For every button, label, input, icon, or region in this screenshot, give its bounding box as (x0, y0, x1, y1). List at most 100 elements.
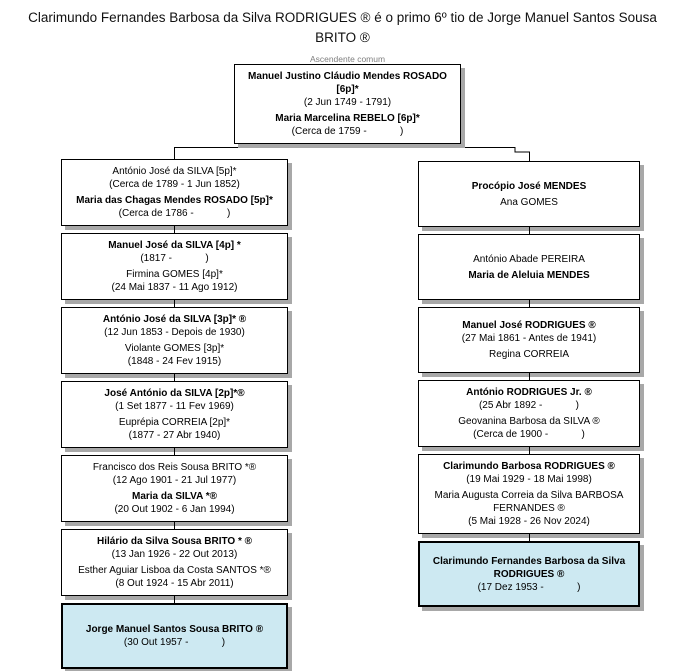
right-descent-column: Procópio José MENDES Ana GOMES António Aba… (418, 161, 640, 607)
connector-line (528, 373, 530, 380)
connector-line (528, 447, 530, 454)
person-dates: (24 Mai 1837 - 11 Ago 1912) (111, 282, 238, 293)
person-name: Manuel José da SILVA [4p] * (108, 240, 241, 251)
person-dates: (17 Dez 1953 - ) (477, 581, 581, 593)
person-name: Maria das Chagas Mendes ROSADO [5p]* (76, 195, 273, 206)
person-name: Clarimundo Barbosa RODRIGUES ® (443, 461, 615, 472)
person-entry: Euprépia CORREIA [2p]* (1877 - 27 Abr 194… (70, 416, 279, 442)
person-box[interactable]: Procópio José MENDES Ana GOMES (418, 161, 640, 227)
person-name: António RODRIGUES Jr. ® (466, 387, 592, 398)
person-entry: Regina CORREIA (427, 348, 631, 361)
person-name: António José da SILVA [3p]* ® (102, 314, 247, 325)
person-dates: (Cerca de 1759 - ) (291, 126, 404, 137)
person-entry: Maria das Chagas Mendes ROSADO [5p]* (Cer… (70, 194, 279, 220)
person-name: Maria da SILVA *® (132, 491, 217, 502)
person-dates: (25 Abr 1892 - ) (478, 400, 580, 411)
person-box[interactable]: Manuel José RODRIGUES ® (27 Mai 1861 - An… (418, 307, 640, 373)
person-entry: Jorge Manuel Santos Sousa BRITO ® (30 Out… (71, 623, 278, 649)
person-name: Hilário da Silva Sousa BRITO * ® (96, 536, 252, 547)
person-entry: Clarimundo Fernandes Barbosa da Silva RO… (428, 555, 630, 594)
person-dates: (8 Out 1924 - 15 Abr 2011) (115, 578, 234, 589)
person-name: Maria Augusta Correia da Silva BARBOSA F… (434, 490, 624, 514)
person-dates: (27 Mai 1861 - Antes de 1941) (461, 333, 597, 344)
person-entry: Manuel José da SILVA [4p] * (1817 - ) (70, 239, 279, 265)
connector-line (528, 534, 530, 541)
root-ancestor-column: Manuel Justino Cláudio Mendes ROSADO [6p… (234, 64, 461, 144)
person-dates: (5 Mai 1928 - 26 Nov 2024) (468, 516, 590, 527)
person-dates: (1877 - 27 Abr 1940) (128, 430, 221, 441)
person-entry: Hilário da Silva Sousa BRITO * ® (13 Jan … (70, 535, 279, 561)
person-entry: Firmina GOMES [4p]* (24 Mai 1837 - 11 Ago… (70, 268, 279, 294)
person-box-highlighted[interactable]: Jorge Manuel Santos Sousa BRITO ® (30 Out… (61, 603, 288, 669)
person-dates: (1848 - 24 Fev 1915) (127, 356, 222, 367)
person-entry: Procópio José MENDES (427, 180, 631, 193)
person-entry: Esther Aguiar Lisboa da Costa SANTOS *® (… (70, 564, 279, 590)
person-dates: (20 Out 1902 - 6 Jan 1994) (114, 504, 235, 515)
person-entry: Clarimundo Barbosa RODRIGUES ® (19 Mai 19… (427, 460, 631, 486)
person-name: Maria de Aleluia MENDES (468, 269, 590, 281)
person-entry: Maria da SILVA *® (20 Out 1902 - 6 Jan 19… (70, 490, 279, 516)
person-entry: António José da SILVA [3p]* ® (12 Jun 185… (70, 313, 279, 339)
person-box-highlighted[interactable]: Clarimundo Fernandes Barbosa da Silva RO… (418, 541, 640, 607)
common-ancestor-label: Ascendente comum (309, 54, 386, 64)
connector-line (528, 300, 530, 307)
person-name: José António da SILVA [2p]*® (104, 388, 245, 399)
person-box[interactable]: António RODRIGUES Jr. ® (25 Abr 1892 - ) G… (418, 380, 640, 447)
person-entry: António José da SILVA [5p]* (Cerca de 178… (70, 165, 279, 191)
person-dates: (13 Jan 1926 - 22 Out 2013) (111, 549, 238, 560)
person-name: Jorge Manuel Santos Sousa BRITO ® (85, 624, 264, 635)
left-descent-column: António José da SILVA [5p]* (Cerca de 178… (61, 159, 288, 669)
person-name: Ana GOMES (500, 196, 558, 208)
connector-line (174, 596, 175, 603)
person-entry: António Abade PEREIRA (427, 253, 631, 266)
person-box[interactable]: António Abade PEREIRA Maria de Aleluia ME… (418, 234, 640, 300)
person-dates: (19 Mai 1929 - 18 Mai 1998) (466, 474, 592, 485)
person-entry: Maria Augusta Correia da Silva BARBOSA F… (427, 489, 631, 528)
person-name: Regina CORREIA (488, 349, 570, 360)
person-dates: (2 Jun 1749 - 1791) (303, 97, 392, 108)
person-entry: António RODRIGUES Jr. ® (25 Abr 1892 - ) (427, 386, 631, 412)
person-entry: Maria Marcelina REBELO [6p]* (Cerca de 17… (243, 112, 452, 138)
person-box[interactable]: José António da SILVA [2p]*®(1 Set 1877 … (61, 381, 288, 448)
person-entry: Ana GOMES (427, 196, 631, 209)
person-box[interactable]: Clarimundo Barbosa RODRIGUES ® (19 Mai 19… (418, 454, 640, 534)
person-name: Francisco dos Reis Sousa BRITO *® (92, 462, 257, 473)
connector-line (174, 374, 175, 381)
person-dates: (1817 - ) (140, 253, 209, 264)
person-entry: Maria de Aleluia MENDES (427, 269, 631, 282)
person-name: Procópio José MENDES (471, 180, 587, 192)
person-name: António José da SILVA [5p]* (112, 166, 237, 177)
person-box[interactable]: António José da SILVA [5p]* (Cerca de 178… (61, 159, 288, 226)
connector-line (174, 522, 175, 529)
connector-line (174, 448, 175, 455)
person-dates: (Cerca de 1900 - ) (473, 429, 585, 440)
person-box[interactable]: Manuel José da SILVA [4p] * (1817 - ) Firm… (61, 233, 288, 300)
person-name: Euprépia CORREIA [2p]* (118, 417, 231, 428)
person-box[interactable]: Manuel Justino Cláudio Mendes ROSADO [6p… (234, 64, 461, 144)
person-name: Geovanina Barbosa da SILVA ® (458, 416, 600, 427)
person-name: Esther Aguiar Lisboa da Costa SANTOS *® (78, 565, 271, 576)
person-name: Violante GOMES [3p]* (124, 343, 225, 354)
person-name: Maria Marcelina REBELO [6p]* (275, 113, 420, 124)
person-name: Manuel José RODRIGUES ® (462, 320, 596, 331)
connector-line (528, 227, 530, 234)
person-dates: (12 Ago 1901 - 21 Jul 1977) (112, 475, 237, 486)
connector-line (174, 300, 175, 307)
person-dates: (30 Out 1957 - ) (123, 637, 226, 648)
person-entry: Manuel Justino Cláudio Mendes ROSADO [6p… (243, 70, 452, 109)
person-dates: (Cerca de 1789 - 1 Jun 1852) (109, 179, 240, 190)
person-box[interactable]: Hilário da Silva Sousa BRITO * ® (13 Jan … (61, 529, 288, 596)
person-entry: José António da SILVA [2p]*®(1 Set 1877 … (70, 387, 279, 413)
person-name: Clarimundo Fernandes Barbosa da Silva RO… (432, 555, 626, 580)
person-name: Firmina GOMES [4p]* (126, 269, 223, 280)
chart-title: Clarimundo Fernandes Barbosa da Silva RO… (28, 10, 657, 45)
person-name: Manuel Justino Cláudio Mendes ROSADO [6p… (248, 71, 447, 95)
person-dates: (12 Jun 1853 - Depois de 1930) (104, 327, 245, 338)
connector-line (174, 226, 175, 233)
person-name: António Abade PEREIRA (473, 253, 585, 265)
person-box[interactable]: Francisco dos Reis Sousa BRITO *® (12 Ago… (61, 455, 288, 522)
person-dates: (Cerca de 1786 - ) (118, 208, 231, 219)
person-box[interactable]: António José da SILVA [3p]* ® (12 Jun 185… (61, 307, 288, 374)
person-entry: Manuel José RODRIGUES ® (27 Mai 1861 - An… (427, 319, 631, 345)
